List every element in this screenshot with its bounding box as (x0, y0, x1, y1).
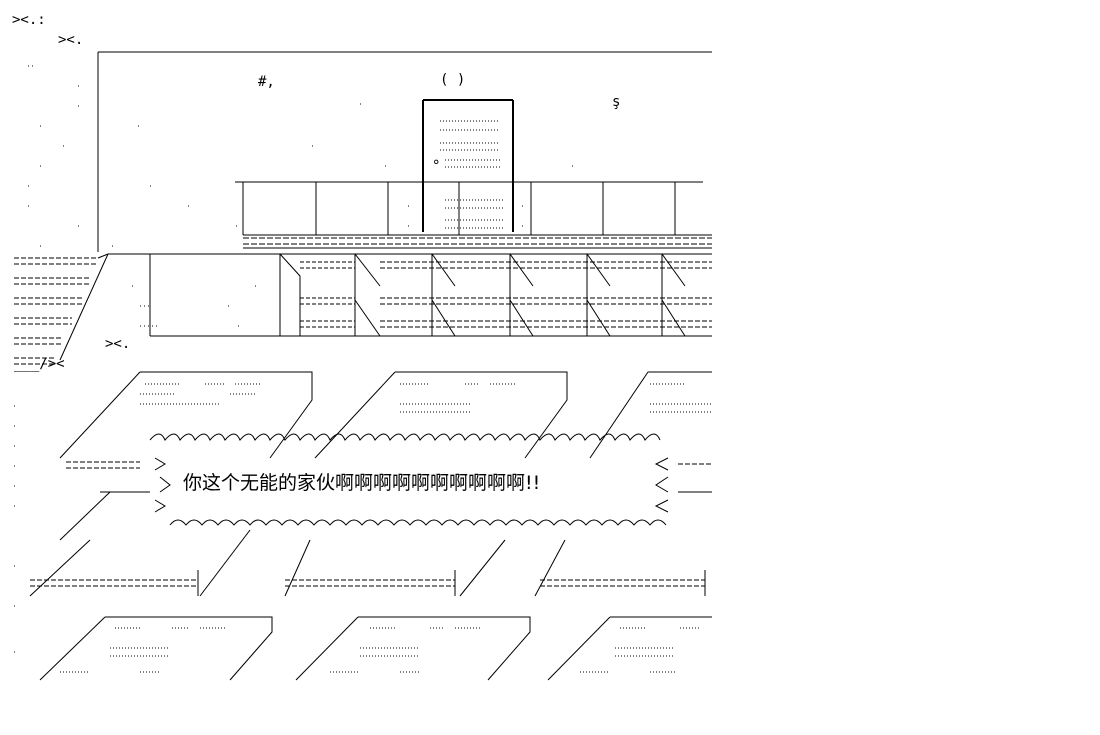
corner-mark-left: ><. (105, 336, 130, 352)
paren-mark: ( ) (440, 72, 465, 88)
wall-speckles (14, 66, 576, 652)
tile-row-3 (40, 617, 712, 680)
tile-row-3-marks (60, 628, 700, 672)
floor-boards (108, 254, 712, 336)
speech-burst-bottom (170, 520, 666, 525)
tile-row-2 (30, 492, 705, 596)
corner-mark-second: ><. (58, 32, 83, 48)
door-lines (440, 121, 505, 228)
left-stairs (14, 254, 108, 364)
shout-text: 你这个无能的家伙啊啊啊啊啊啊啊啊啊啊!! (183, 472, 541, 494)
wall-frame (98, 52, 712, 252)
doorway (423, 100, 513, 232)
tile-row-1 (60, 372, 712, 458)
door-knob-icon: ° (432, 158, 440, 174)
hash-mark: #, (258, 74, 275, 90)
s-glyph-mark: ş (612, 94, 620, 110)
corner-mark-top: ><.: (12, 12, 46, 28)
stairs-bottom-mark: ___/>< (14, 356, 65, 372)
speech-burst-sides (66, 458, 712, 512)
tile-row-1-marks (140, 384, 712, 412)
railing (235, 182, 712, 248)
speech-burst-top (150, 434, 660, 440)
